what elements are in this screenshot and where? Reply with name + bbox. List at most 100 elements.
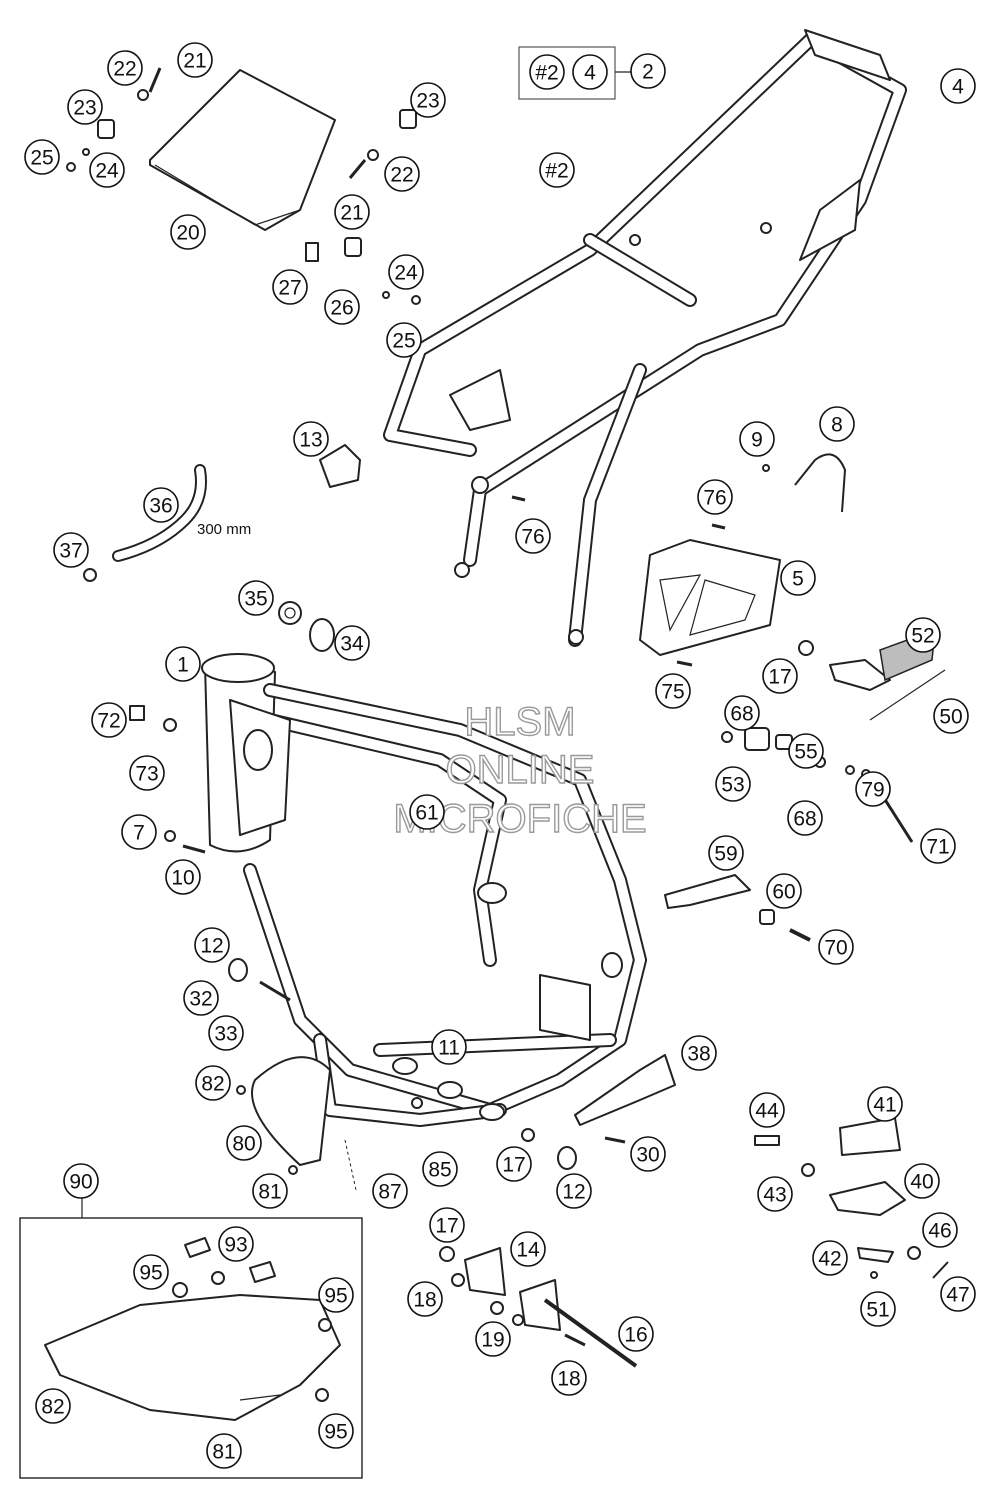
callout-label: 40 [910,1171,933,1194]
callout-circle [940,1276,976,1312]
callout-label: 14 [516,1239,540,1262]
callout-label: 81 [212,1441,235,1464]
callout-circle [766,873,802,909]
bolt-21a [148,67,162,93]
callout-circle [67,89,103,125]
washer-22b [367,149,379,161]
callout-label: 79 [861,779,884,802]
bracket-5 [639,539,781,656]
bush-60 [759,909,775,925]
nut-25b [411,295,421,305]
callout-label: 46 [928,1220,951,1243]
callout-90: 90 [63,1163,99,1199]
callout-circle [920,828,956,864]
callout-40: 40 [904,1163,940,1199]
callout-27: 27 [272,269,308,305]
callout-circle [922,1212,958,1248]
callout-label: 9 [751,429,763,452]
callout-76: 76 [697,479,733,515]
callout-10: 10 [165,859,201,895]
callout-circle [165,859,201,895]
callout-label: 24 [95,160,119,183]
callout-circle [252,1173,288,1209]
callout-label: 85 [428,1159,451,1182]
callout-layer: 1244#2#257891011121213141617171718181920… [24,42,976,1469]
bolt-32 [259,980,291,1002]
callout-circle [334,194,370,230]
callout-circle [195,1065,231,1101]
callout-circle [940,68,976,104]
subframe [383,29,907,647]
callout-label: 2 [642,61,654,84]
callout-70: 70 [818,929,854,965]
callout-95: 95 [318,1277,354,1313]
callout-label: 12 [562,1181,585,1204]
callout-circle [53,532,89,568]
callout-label: 17 [768,666,791,689]
callout-label: 95 [139,1262,162,1285]
callout-label: 10 [171,867,194,890]
callout-label: 41 [873,1094,896,1117]
callout-12: 12 [194,927,230,963]
hose-length-label: 300 mm [197,521,251,538]
callout-label: 25 [392,330,415,353]
callout-16: 16 [618,1316,654,1352]
callout-61: 61 [409,794,445,830]
callout-circle [630,1136,666,1172]
callout-81: 81 [206,1433,242,1469]
callout-label: 60 [772,881,795,904]
callout-circle [24,139,60,175]
callout-22: 22 [107,50,143,86]
lever-38 [574,1054,676,1126]
callout-14: 14 [510,1231,546,1267]
grommet-35 [278,601,302,625]
clip-27 [305,242,319,262]
callout-label: 5 [792,568,804,591]
callout-label: 37 [59,540,82,563]
callout-17: 17 [762,658,798,694]
callout-label: 71 [926,836,949,859]
callout-label: 59 [714,843,737,866]
callout-circle [860,1291,896,1327]
callout-23: 23 [67,89,103,125]
callout-label: 23 [416,90,439,113]
callout-label: 19 [481,1329,504,1352]
callout-num-2: #2 [539,152,575,188]
callout-label: 18 [413,1289,436,1312]
callout-circle [293,421,329,457]
callout-43: 43 [757,1176,793,1212]
callout-label: 27 [278,277,301,300]
callout-circle [194,927,230,963]
callout-circle [238,580,274,616]
callout-18: 18 [407,1281,443,1317]
callout-circle [324,289,360,325]
callout-label: 17 [502,1154,525,1177]
screw-76a [511,495,526,502]
bumper-23a [97,119,115,139]
callout-circle [218,1226,254,1262]
callout-59: 59 [708,835,744,871]
pin-44 [754,1135,780,1146]
callout-label: 80 [232,1133,255,1156]
callout-label: 23 [73,97,96,120]
callout-42: 42 [812,1240,848,1276]
callout-68: 68 [724,695,760,731]
callout-circle [272,269,308,305]
bolt-21b [348,159,367,179]
screw-30 [604,1136,626,1144]
callout-87: 87 [372,1173,408,1209]
callout-75: 75 [655,673,691,709]
callout-circle [89,152,125,188]
callout-circle [697,479,733,515]
callout-circle [318,1413,354,1449]
nut-17-frame [521,1128,535,1142]
kit-box [518,46,633,100]
callout-label: 33 [214,1023,237,1046]
nut-85 [411,1097,423,1109]
callout-21: 21 [334,194,370,230]
callout-label: 52 [911,625,934,648]
callout-circle [206,1433,242,1469]
callout-circle [429,1207,465,1243]
callout-label: 21 [340,202,363,225]
nut-51 [870,1271,878,1279]
